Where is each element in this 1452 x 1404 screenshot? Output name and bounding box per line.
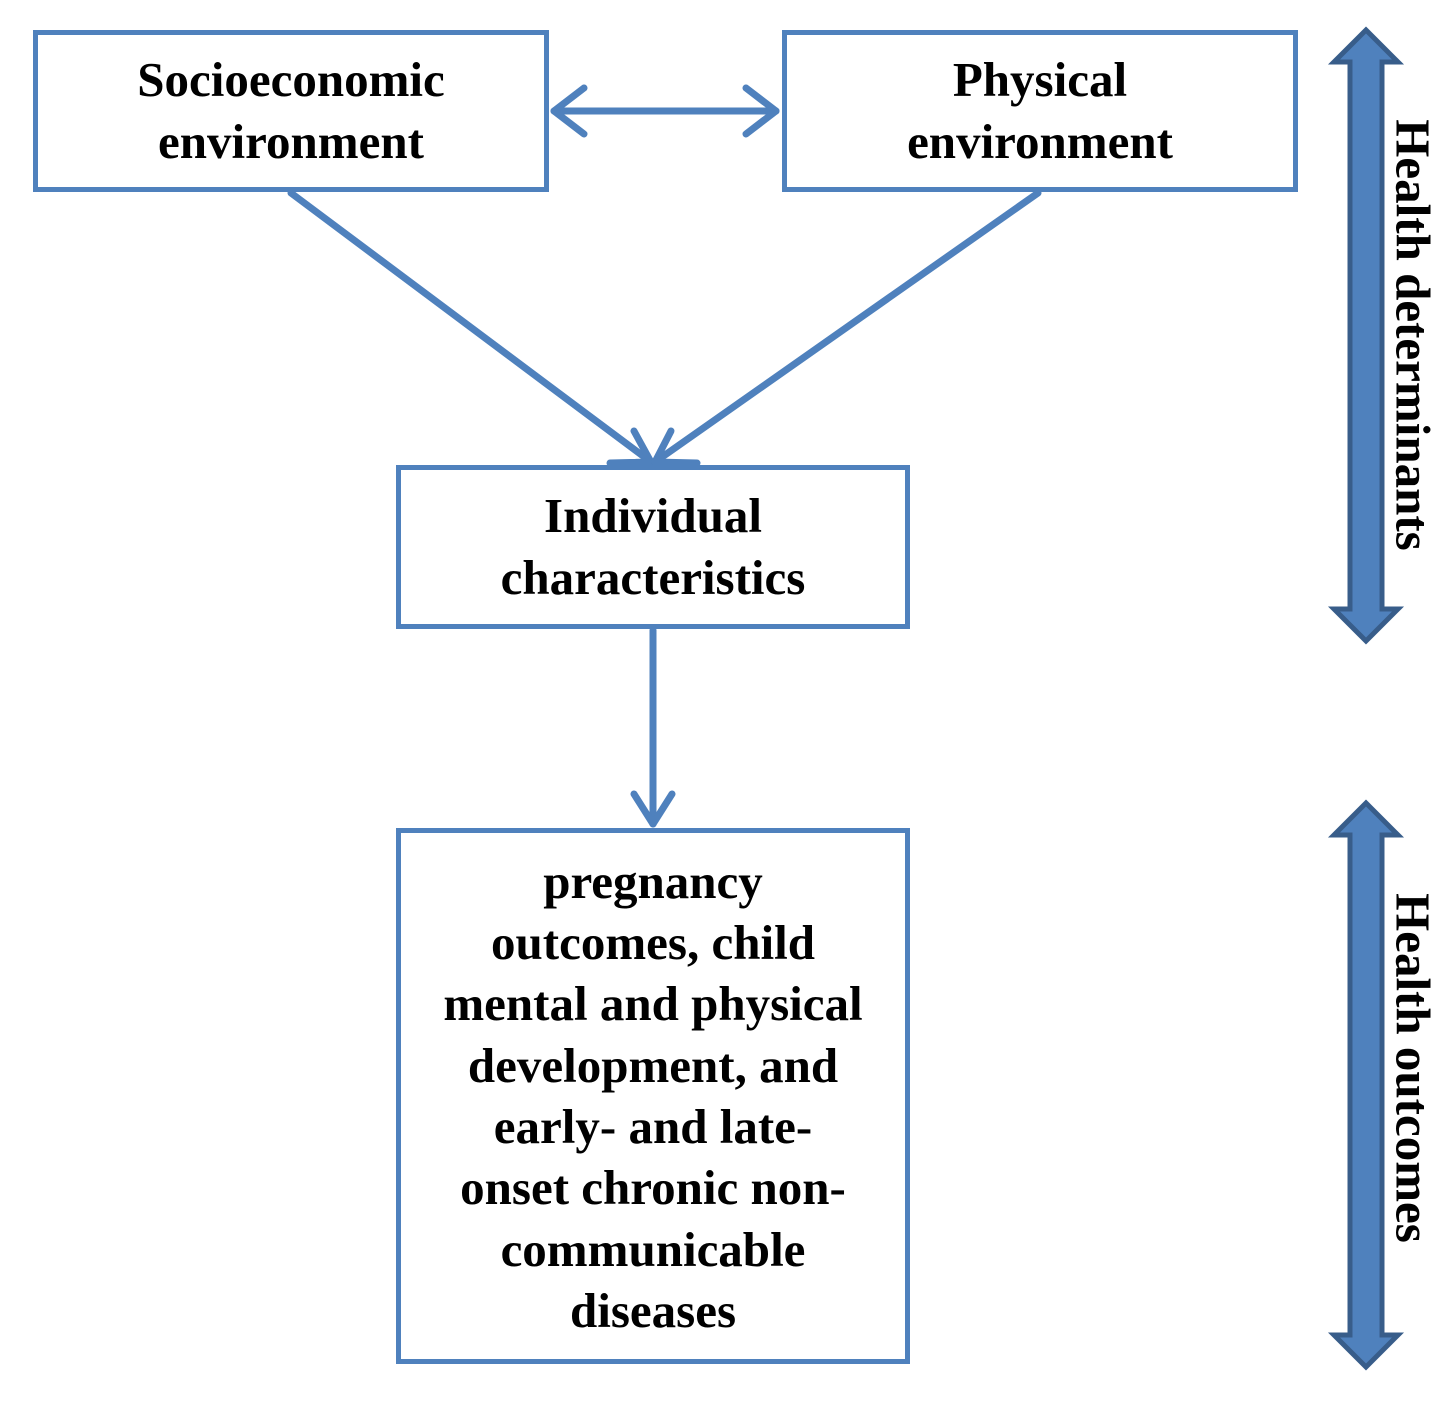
outcomes-label-line: development, and: [467, 1037, 839, 1093]
outcomes-label-line: outcomes, child: [491, 915, 815, 971]
health-outcomes-box: pregnancy outcomes, child mental and phy…: [396, 828, 910, 1364]
arrow-socioeconomic-to-individual: [287, 189, 655, 467]
individual-characteristics-box: Individual characteristics: [396, 465, 910, 629]
physical-environment-box: Physical environment: [782, 30, 1298, 192]
outcomes-label-line: pregnancy: [543, 853, 763, 909]
outcomes-label-line: diseases: [569, 1282, 737, 1338]
physical-label-line1: Physical: [952, 52, 1128, 107]
socioeconomic-label-line1: Socioeconomic: [137, 52, 445, 107]
arrow-individual-to-outcomes: [630, 626, 676, 828]
outcomes-label-line: mental and physical: [443, 976, 863, 1032]
health-outcomes-label: Health outcomes: [1385, 893, 1441, 1243]
bidirectional-arrow: [550, 84, 780, 138]
health-determinants-label: Health determinants: [1385, 119, 1441, 551]
arrow-physical-to-individual: [651, 189, 1042, 467]
individual-label-line1: Individual: [544, 488, 762, 543]
socioeconomic-label-line2: environment: [158, 114, 424, 169]
health-determinants-double-arrow: [1327, 26, 1405, 645]
outcomes-label-line: early- and late-: [493, 1099, 813, 1154]
individual-label-line2: characteristics: [500, 550, 806, 605]
physical-label-line2: environment: [907, 114, 1173, 169]
health-outcomes-double-arrow: [1327, 799, 1405, 1371]
outcomes-label-line: communicable: [500, 1221, 806, 1277]
outcomes-label-line: onset chronic non-: [460, 1160, 846, 1216]
socioeconomic-environment-box: Socioeconomic environment: [33, 30, 549, 192]
